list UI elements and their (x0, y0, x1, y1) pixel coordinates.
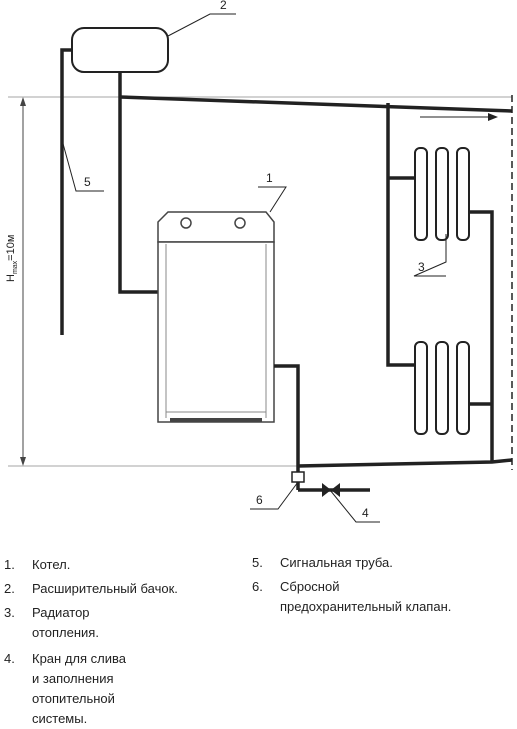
legend-text: Кран для слива и заполнения отопительной… (32, 651, 126, 726)
return-line (297, 458, 513, 468)
legend-number: 2. (4, 581, 15, 596)
height-reference-lines (8, 96, 512, 467)
legend-number: 6. (252, 579, 263, 594)
legend-text: Сигнальная труба. (280, 555, 393, 570)
upper-radiator (414, 147, 470, 241)
height-dimension-arrow (20, 97, 26, 466)
callout-2: 2 (220, 0, 227, 12)
legend-number: 4. (4, 651, 15, 666)
signal-pipe (60, 48, 72, 335)
legend-item-2: 2. Расширительный бачок. (4, 579, 244, 599)
flow-arrow-head (488, 113, 498, 121)
heating-system-diagram: Hmax=10м (5, 0, 513, 523)
legend-item-5: 5. Сигнальная труба. (252, 553, 512, 573)
legend-number: 5. (252, 555, 263, 570)
callout-5: 5 (84, 175, 91, 189)
callout-3: 3 (418, 260, 425, 274)
boiler (157, 211, 275, 423)
legend-number: 1. (4, 557, 15, 572)
expansion-tank (71, 27, 169, 73)
lower-radiator (414, 341, 470, 435)
legend-text: Радиатор отопления. (32, 605, 99, 640)
radiator-supply-riser (386, 103, 425, 367)
legend-text: Сбросной предохранительный клапан. (280, 579, 452, 614)
legend-item-6: 6. Сбросной предохранительный клапан. (252, 577, 512, 617)
boiler-outlet-pipe (274, 364, 300, 472)
drain-valve-icon (322, 483, 340, 497)
height-dimension-label: Hmax=10м (5, 235, 19, 282)
callout-1: 1 (266, 171, 273, 185)
callout-leaders (61, 13, 447, 523)
tank-to-boiler-pipe (118, 72, 158, 294)
callout-4: 4 (362, 506, 369, 520)
legend-item-1: 1. Котел. (4, 555, 244, 575)
legend-item-4: 4. Кран для слива и заполнения отопитель… (4, 649, 244, 729)
legend-text: Расширительный бачок. (32, 581, 178, 596)
callout-6: 6 (256, 493, 263, 507)
legend-text: Котел. (32, 557, 71, 572)
radiator-return-riser (466, 210, 494, 462)
legend-number: 3. (4, 605, 15, 620)
supply-line (119, 95, 513, 113)
legend-item-3: 3. Радиатор отопления. (4, 603, 244, 643)
safety-valve (291, 471, 305, 483)
